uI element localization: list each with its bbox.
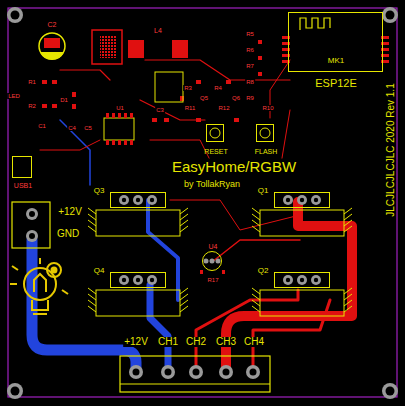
component-outline: Q1 — [274, 192, 330, 208]
silkscreen-text: JLCJLCJLCJLC 2020 Rev 1.1 — [386, 82, 396, 217]
component-label: Q3 — [94, 187, 105, 195]
reference-designator: R1 — [27, 79, 37, 85]
component-outline: U4 — [202, 251, 222, 271]
heatsink-outlines — [88, 195, 352, 316]
reference-designator: C1 — [37, 123, 47, 129]
reference-designator: C3 — [155, 107, 165, 113]
component-label: USB1 — [14, 182, 32, 189]
reference-designator: R3 — [183, 85, 193, 91]
silkscreen-text: GND — [56, 229, 80, 239]
component-label: Q4 — [94, 267, 105, 275]
component-outline: FLASH — [256, 124, 274, 142]
reference-designator: R6 — [245, 47, 255, 53]
board-title: EasyHome/RGBW — [171, 159, 297, 174]
mounting-holes — [7, 7, 398, 399]
reference-designator: R7 — [245, 63, 255, 69]
board-outline — [8, 8, 397, 397]
reference-designator: L4 — [153, 27, 163, 34]
button-symbol — [260, 128, 270, 138]
reference-designator: D1 — [59, 97, 69, 103]
component-outline: USB1 — [12, 156, 32, 178]
reference-designator: LED — [7, 93, 21, 99]
reference-designator: R11 — [184, 105, 197, 111]
reference-designator: R12 — [217, 105, 230, 111]
silkscreen-text: by TollakRyan — [183, 180, 241, 189]
reference-designator: R17 — [206, 277, 219, 283]
silkscreen-text: CH2 — [185, 337, 207, 347]
u1-chip — [104, 113, 134, 145]
reference-designator: R9 — [245, 95, 255, 101]
reference-designator: C5 — [83, 125, 93, 131]
component-label: U4 — [209, 243, 218, 250]
silkscreen-text: CH3 — [215, 337, 237, 347]
inductor-l4 — [92, 30, 188, 64]
component-label: Q2 — [258, 267, 269, 275]
component-label: ESP12E — [315, 78, 357, 89]
component-label: MK1 — [328, 57, 344, 65]
component-label: RESET — [204, 148, 227, 155]
component-outline: Q3 — [110, 192, 166, 208]
smd-pads — [42, 40, 262, 274]
silkscreen-text: CH4 — [243, 337, 265, 347]
reference-designator: Q6 — [231, 95, 241, 101]
bottom-copper — [32, 120, 178, 372]
component-outline: Q4 — [110, 272, 166, 288]
reference-designator: R10 — [261, 105, 274, 111]
capacitor-c2 — [39, 33, 65, 60]
u4-pads — [204, 259, 221, 264]
output-terminal — [120, 356, 270, 392]
reference-designator: R2 — [27, 103, 37, 109]
reference-designator: R5 — [245, 31, 255, 37]
lightbulb-icon — [10, 258, 68, 314]
component-label: Q1 — [258, 187, 269, 195]
reference-designator: C2 — [47, 21, 58, 28]
silkscreen-text: +12V — [123, 337, 149, 347]
part-outline — [155, 72, 183, 102]
reference-designator: U1 — [115, 105, 125, 111]
component-label: FLASH — [255, 148, 278, 155]
power-terminal — [12, 202, 50, 248]
reference-designator: C4 — [67, 125, 77, 131]
component-outline: Q2 — [274, 272, 330, 288]
reference-designator: R4 — [213, 85, 223, 91]
component-outline: RESET — [206, 124, 224, 142]
top-copper — [40, 60, 352, 372]
silkscreen-text: +12V — [57, 207, 83, 217]
antenna — [300, 18, 330, 30]
button-symbol — [210, 128, 220, 138]
reference-designator: R8 — [245, 79, 255, 85]
component-outline: MK1ESP12E — [288, 12, 383, 72]
reference-designator: Q5 — [199, 95, 209, 101]
silkscreen-text: CH1 — [157, 337, 179, 347]
